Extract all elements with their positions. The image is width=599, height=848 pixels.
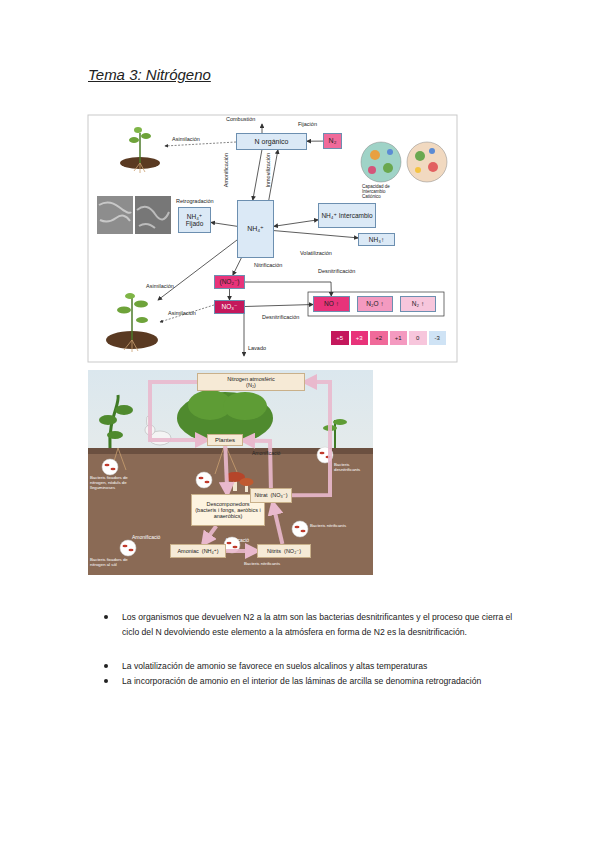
bullet-text: La volatilización de amonio se favorece … — [122, 659, 522, 674]
process-arrow — [274, 231, 358, 238]
flow-arrow — [203, 526, 216, 544]
node-subtext: (NO₂⁻) — [284, 548, 301, 554]
process-arrow — [245, 305, 313, 307]
bullet-dot — [104, 615, 108, 619]
node-text: Nitrogen atmosfèric — [227, 376, 275, 382]
organism-label: Bacteris fixadors de nitrogen, nòduls de… — [90, 476, 136, 491]
oxidation-cell: -3 — [428, 330, 448, 346]
organism-label: Bacteris nitrificants — [310, 524, 350, 529]
bullet-dot — [104, 679, 108, 683]
node-text: NH₄⁺ — [247, 225, 264, 233]
flow-arrow — [226, 549, 257, 553]
edge-label: Nitrificación — [254, 263, 282, 269]
node-text: Amoniac — [177, 548, 198, 554]
node-subtext: (NH₄⁺) — [202, 548, 219, 554]
process-box: NO₃⁻ — [214, 300, 245, 314]
flow-arrow — [273, 503, 283, 544]
node-text: N orgánico — [255, 138, 289, 146]
process-box: NO ↑ — [313, 296, 350, 312]
node-subtext: (bacteris i fongs, aeròbics i anaeròbics… — [192, 507, 264, 519]
process-box: NH₄⁺ Fijado — [178, 207, 211, 233]
node-text: Nitrits — [267, 548, 281, 554]
node-text: N₂ — [329, 137, 337, 145]
edge-label: Desnitrificación — [318, 269, 355, 275]
organism-label: Bacteris desnitrificants — [334, 463, 370, 473]
process-box: NH₄⁺ Intercambio — [318, 203, 376, 228]
bullet-dot — [104, 664, 108, 668]
edge-label: Amonificació — [132, 535, 160, 540]
process-box: NH₄⁺ — [237, 200, 274, 258]
process-arrow — [274, 220, 318, 227]
process-label: Lavado — [248, 345, 266, 351]
oxidation-cell: 0 — [408, 330, 428, 346]
node-text: Plantes — [215, 437, 235, 444]
caption-label: Capacidad de Intercambio Catiónico — [362, 184, 404, 200]
process-box: Nitrat (NO₃⁻) — [250, 488, 292, 503]
process-arrow — [229, 289, 230, 300]
oxidation-cell: +1 — [389, 330, 409, 346]
process-arrow — [307, 141, 323, 142]
edge-label: Nitrificació — [226, 538, 249, 543]
process-arrow — [253, 150, 262, 200]
node-text: Nitrat — [254, 492, 267, 498]
edge-label: Volatilización — [300, 251, 332, 257]
process-label: Combustión — [226, 116, 255, 122]
node-subtext: (N₂) — [246, 382, 256, 388]
process-box: N orgánico — [236, 133, 307, 150]
process-arrow — [233, 258, 241, 275]
flow-arrow — [150, 382, 207, 440]
edge-label: Retrogradación — [176, 199, 214, 205]
process-box: N₂ ↑ — [400, 296, 436, 312]
organism-label: Bacteris fixadors de nitrogen al sòl — [90, 558, 136, 568]
process-box: N₂ — [323, 133, 342, 149]
process-label: Amonificació — [252, 451, 280, 457]
process-arrow — [211, 222, 237, 226]
process-label: Asimilación — [172, 136, 200, 142]
node-text: NH₃↑ — [369, 236, 384, 243]
process-label: Asimilación — [168, 310, 196, 316]
page-title: Tema 3: Nitrógeno — [88, 66, 211, 83]
oxidation-cell: +3 — [350, 330, 370, 346]
flow-arrow — [292, 382, 330, 495]
process-box: NH₃↑ — [358, 233, 395, 246]
node-text: N₂ ↑ — [412, 300, 424, 307]
process-box: Nitrits(NO₂⁻) — [257, 544, 311, 558]
process-box: Plantes — [207, 434, 243, 446]
edge-label: Amonificación — [224, 153, 230, 187]
node-text: (NO₂⁻) — [219, 278, 239, 285]
process-box: Amoniac (NH₄⁺) — [170, 544, 226, 558]
bullet-text: La incorporación de amonio en el interio… — [122, 674, 522, 689]
node-text: NH₄⁺ Intercambio — [321, 212, 372, 219]
bullet-text: Los organismos que devuelven N2 a la atm… — [122, 610, 522, 640]
oxidation-cell: +5 — [330, 330, 350, 346]
node-text: NO ↑ — [324, 300, 339, 307]
edge-label: Fijación — [298, 122, 317, 128]
node-text: NO₃⁻ — [222, 303, 238, 310]
node-subtext: (NO₃⁻) — [271, 492, 288, 498]
organism-label: Bacteris nitrificants — [244, 562, 304, 567]
process-box: N₂O ↑ — [357, 296, 393, 312]
edge-label: Desnitrificación — [262, 315, 299, 321]
process-box: (NO₂⁻) — [214, 275, 245, 289]
oxidation-cell: +2 — [369, 330, 389, 346]
flow-arrow — [225, 446, 227, 494]
process-label: Asimilación — [146, 283, 174, 289]
node-text: N₂O ↑ — [366, 300, 383, 307]
node-text: NH₄⁺ Fijado — [179, 213, 210, 227]
flow-arrow — [243, 440, 271, 488]
node-text: Descomponedors — [206, 501, 249, 507]
edge-label: Inmovilización — [266, 153, 272, 188]
process-box: Nitrogen atmosfèric(N₂) — [197, 373, 305, 391]
process-arrow — [245, 282, 331, 296]
